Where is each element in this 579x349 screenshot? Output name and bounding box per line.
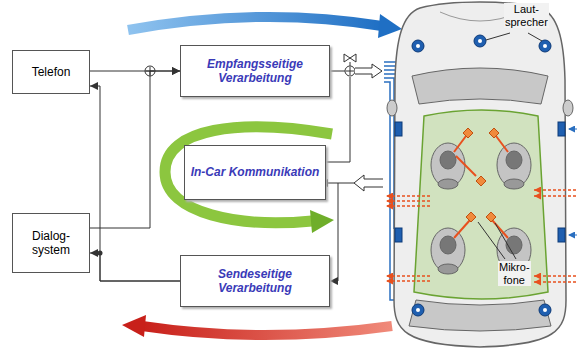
- part-label: Laut- sprecher: [504, 3, 549, 28]
- signal-arrow: [90, 253, 180, 281]
- signal-arrow: [90, 71, 180, 228]
- leader-lines: [478, 33, 542, 259]
- loudspeakers: [395, 35, 565, 316]
- speech-paths: [454, 136, 508, 238]
- car-body: [387, 2, 573, 347]
- flow-arc-icc: [165, 127, 334, 233]
- box-text: Dialog- system: [20, 229, 82, 258]
- box-text: In-Car Kommunikation: [191, 165, 320, 179]
- endpoint-box: Dialog- system: [12, 213, 90, 273]
- signal-arrow: [90, 86, 180, 281]
- cabin-zone: [414, 110, 548, 299]
- flow-arc-send: [122, 315, 392, 337]
- speaker-arrows: [568, 129, 577, 235]
- box-text: Sendeseitige Verarbeitung: [190, 267, 320, 296]
- endpoint-box: Telefon: [12, 50, 90, 94]
- box-text: Empfangsseitige Verarbeitung: [190, 57, 320, 86]
- process-box: Sendeseitige Verarbeitung: [180, 255, 330, 307]
- process-box: In-Car Kommunikation: [184, 145, 326, 200]
- seats: [431, 143, 531, 274]
- flow-arc-receive: [128, 14, 402, 38]
- process-box: Empfangsseitige Verarbeitung: [180, 45, 330, 97]
- part-label: Mikro- fone: [498, 261, 531, 286]
- noise-arrows: [386, 190, 576, 282]
- junction-dot: [98, 251, 103, 256]
- box-text: Telefon: [32, 65, 71, 79]
- microphones: [463, 128, 499, 222]
